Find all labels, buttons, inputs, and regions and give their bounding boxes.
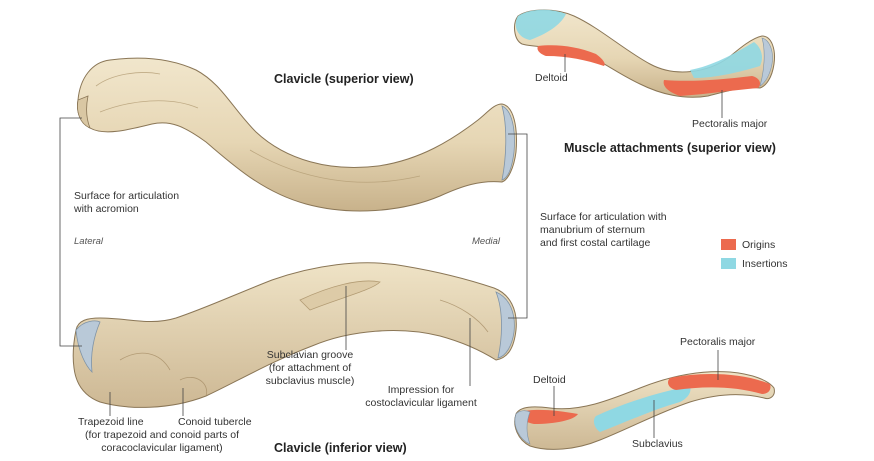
legend-label-origins: Origins — [742, 238, 776, 251]
clavicle-inferior-view — [72, 262, 517, 408]
leader-lines — [59, 54, 723, 438]
label-trapezoid-conoid-parts: (for trapezoid and conoid parts of corac… — [84, 429, 240, 454]
origin-pectoralis-major-inferior — [668, 374, 771, 394]
label-conoid-tubercle: Conoid tubercle — [178, 416, 252, 428]
origin-pectoralis-major-superior — [663, 76, 760, 96]
label-acromion-surface: Surface for articulation with acromion — [74, 190, 180, 215]
legend-swatch-origins — [721, 239, 736, 250]
origin-deltoid-inferior — [519, 409, 578, 424]
small-inferior-lateral-facet — [514, 410, 531, 445]
label-subclavius: Subclavius — [632, 438, 683, 450]
clavicle-superior-view — [77, 57, 517, 212]
clavicle-inferior-shade — [119, 299, 489, 397]
label-manubrium-surface: Surface for articulation with manubrium … — [540, 211, 667, 249]
clavicle-superior-body — [77, 57, 517, 212]
muscle-attachments-inferior — [514, 371, 775, 450]
label-trapezoid-line: Trapezoid line — [78, 416, 144, 428]
title-superior-view: Clavicle (superior view) — [274, 72, 414, 86]
legend: Origins Insertions — [721, 235, 788, 273]
legend-item-insertions: Insertions — [721, 254, 788, 273]
label-medial: Medial — [472, 236, 500, 247]
clavicle-superior-lateral-facet — [77, 95, 91, 129]
clavicle-inferior-body — [72, 262, 517, 408]
clavicle-superior-sternal-facet — [501, 105, 515, 181]
insertion-subclavius — [593, 386, 691, 432]
legend-label-insertions: Insertions — [742, 257, 788, 270]
clavicle-superior-shade — [95, 72, 421, 183]
label-impression: Impression for costoclavicular ligament — [365, 384, 477, 409]
label-deltoid-bottom: Deltoid — [533, 374, 566, 386]
legend-swatch-insertions — [721, 258, 736, 269]
title-muscle-attachments: Muscle attachments (superior view) — [564, 141, 776, 155]
bracket-lateral — [59, 117, 82, 347]
origin-deltoid-superior — [537, 45, 605, 66]
insertion-trapezius-lateral — [515, 9, 566, 41]
label-subclavian-groove: Subclavian groove (for attachment of sub… — [265, 349, 355, 387]
clavicle-inferior-groove — [299, 280, 381, 311]
small-superior-sternal-facet — [759, 37, 773, 87]
clavicle-inferior-sternal-facet — [495, 291, 515, 359]
label-lateral: Lateral — [74, 236, 104, 247]
label-deltoid-top: Deltoid — [535, 72, 568, 84]
muscle-attachments-superior — [514, 9, 775, 98]
title-inferior-view: Clavicle (inferior view) — [274, 441, 407, 455]
legend-item-origins: Origins — [721, 235, 788, 254]
bracket-medial — [508, 133, 528, 319]
clavicle-inferior-lateral-facet — [75, 320, 101, 374]
insertion-trapezius-superior — [690, 42, 762, 78]
label-pectoralis-top: Pectoralis major — [692, 118, 768, 130]
label-pectoralis-bottom: Pectoralis major — [680, 336, 756, 348]
